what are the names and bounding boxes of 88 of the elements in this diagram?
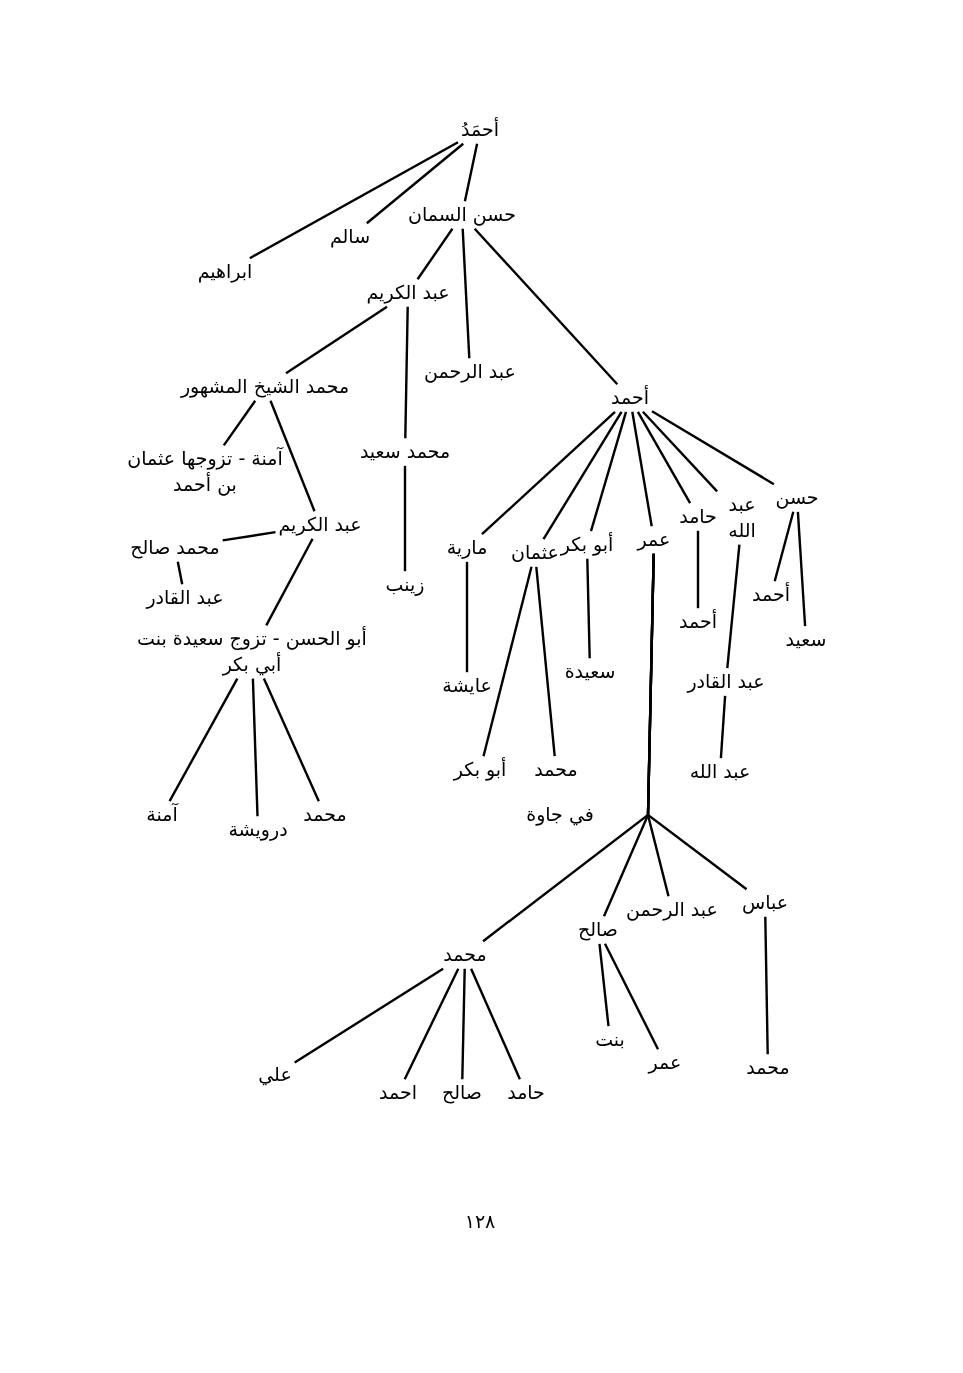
family-line bbox=[542, 411, 623, 540]
family-line bbox=[404, 306, 409, 439]
family-line bbox=[416, 228, 454, 280]
person-name: حامد bbox=[679, 504, 717, 530]
person-name: محمد bbox=[534, 757, 578, 783]
person-name: محمد صالح bbox=[130, 535, 220, 561]
person-name: آمنة - تزوجها عثمان بن أحمد bbox=[120, 446, 290, 498]
person-name: عبد القادر bbox=[146, 585, 224, 611]
family-line bbox=[482, 566, 533, 757]
family-line bbox=[651, 410, 775, 486]
person-name: محمد bbox=[303, 802, 347, 828]
person-name: عمر bbox=[648, 1050, 682, 1076]
person-name: بنت bbox=[595, 1027, 625, 1053]
person-name: أبو بكر bbox=[453, 757, 507, 783]
family-line bbox=[796, 511, 807, 627]
family-line bbox=[269, 400, 316, 512]
family-line bbox=[168, 678, 239, 802]
family-line bbox=[285, 305, 388, 375]
person-name: عبد الكريم bbox=[366, 280, 450, 306]
family-line bbox=[294, 967, 444, 1064]
family-line bbox=[403, 968, 460, 1080]
person-name: عباس bbox=[741, 890, 789, 916]
family-line bbox=[470, 968, 521, 1080]
page-number: ١٢٨ bbox=[464, 1209, 496, 1235]
family-line bbox=[265, 538, 314, 626]
family-line bbox=[773, 511, 795, 582]
family-line bbox=[251, 678, 259, 817]
family-line bbox=[646, 553, 748, 891]
person-name: درويشة bbox=[228, 817, 288, 843]
person-name: عبد الله bbox=[689, 759, 751, 785]
person-name: أحمد bbox=[611, 385, 649, 411]
person-name: محمد bbox=[443, 942, 487, 968]
place-note: في جاوة bbox=[526, 802, 594, 828]
family-line bbox=[603, 943, 660, 1050]
family-line bbox=[222, 400, 257, 447]
person-name: احمد bbox=[379, 1080, 417, 1106]
family-line bbox=[598, 943, 610, 1027]
family-line bbox=[262, 678, 320, 802]
person-name: عمر bbox=[637, 527, 671, 553]
person-name: حامد bbox=[507, 1080, 545, 1106]
person-name: سعيد bbox=[785, 627, 827, 653]
person-name: آمنة bbox=[146, 802, 178, 828]
person-name: عبد الرحمن bbox=[424, 359, 516, 385]
family-line bbox=[473, 228, 619, 385]
person-name: زينب bbox=[385, 572, 425, 598]
person-name: صالح bbox=[578, 917, 618, 943]
family-line bbox=[586, 558, 591, 659]
family-line bbox=[535, 566, 556, 757]
person-name: أبو بكر bbox=[560, 532, 614, 558]
person-name: أحمد bbox=[679, 609, 717, 635]
person-name: سعيدة bbox=[564, 659, 616, 685]
family-line bbox=[222, 530, 276, 542]
person-name: عبد الله bbox=[720, 492, 764, 544]
person-name: أحمد bbox=[752, 582, 790, 608]
person-name: محمد bbox=[746, 1055, 790, 1081]
person-name: أحمَدُ bbox=[461, 117, 499, 143]
person-name: أبو الحسن - تزوج سعيدة بنت أبي بكر bbox=[132, 626, 372, 678]
family-line bbox=[461, 968, 466, 1080]
family-line bbox=[249, 141, 459, 260]
person-name: عبد الرحمن bbox=[626, 897, 718, 923]
person-name: محمد سعيد bbox=[359, 439, 451, 465]
person-name: عثمان bbox=[511, 540, 559, 566]
family-line bbox=[366, 142, 464, 225]
family-line bbox=[403, 465, 407, 572]
person-name: علي bbox=[258, 1062, 292, 1088]
family-line bbox=[589, 411, 628, 532]
family-line bbox=[719, 695, 727, 759]
person-name: ابراهيم bbox=[197, 259, 253, 285]
family-line bbox=[636, 411, 692, 504]
family-line bbox=[642, 411, 718, 493]
person-name: صالح bbox=[442, 1080, 482, 1106]
family-line bbox=[176, 561, 184, 585]
person-name: عبد الكريم bbox=[278, 512, 362, 538]
person-name: عايشة bbox=[442, 673, 492, 699]
family-line bbox=[726, 544, 741, 669]
person-name: سالم bbox=[329, 224, 371, 250]
family-line bbox=[764, 916, 769, 1055]
family-line bbox=[463, 143, 479, 202]
family-line bbox=[461, 228, 471, 359]
family-line bbox=[465, 561, 469, 673]
family-line bbox=[481, 410, 616, 536]
family-line bbox=[696, 530, 700, 609]
person-name: حسن bbox=[775, 485, 819, 511]
person-name: مارية bbox=[446, 535, 488, 561]
person-name: محمد الشيخ المشهور bbox=[180, 374, 350, 400]
family-line bbox=[631, 411, 653, 527]
person-name: عبد القادر bbox=[687, 669, 765, 695]
person-name: حسن السمان bbox=[408, 202, 516, 228]
